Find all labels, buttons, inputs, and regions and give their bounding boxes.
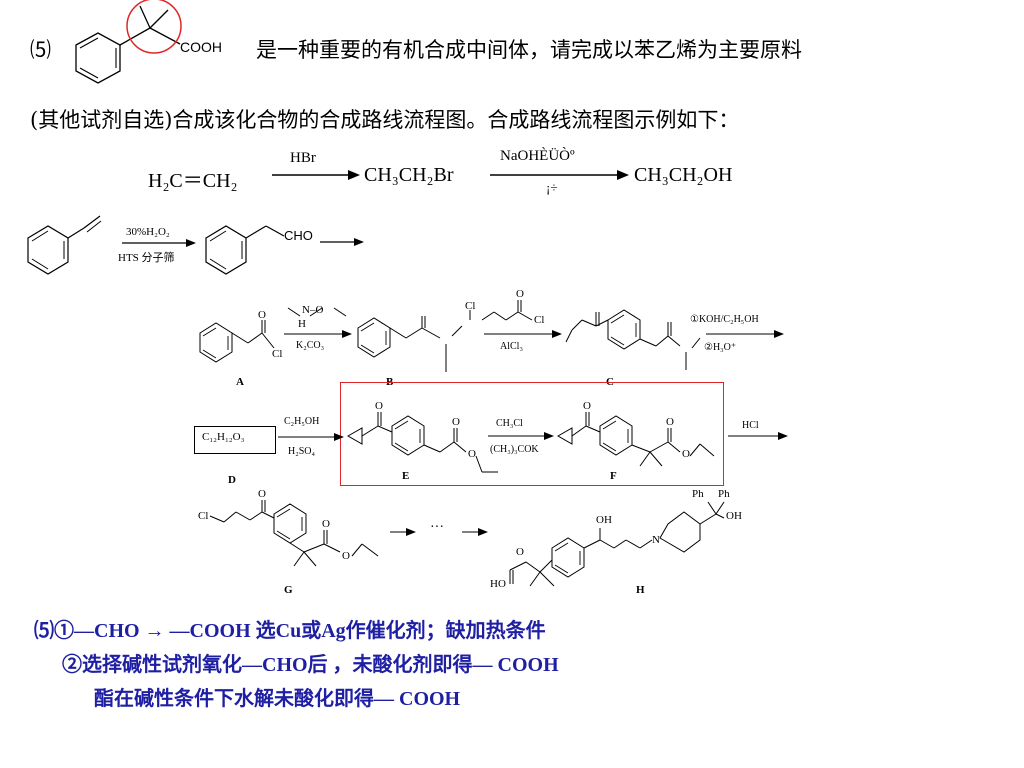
f-reagent-hcl: HCl	[742, 420, 759, 431]
reagent1-k2co3: K₂CO₃	[296, 340, 325, 351]
reagent1-n-o: N–O	[302, 304, 324, 316]
e-o2: O	[452, 416, 460, 428]
reagent1-h: H	[298, 318, 306, 330]
h-dots: ···	[430, 520, 444, 535]
example-start: H₂C＝CH₂	[148, 170, 238, 192]
g-cl: Cl	[198, 510, 209, 522]
f-o2: O	[666, 416, 674, 428]
h-oh: OH	[596, 514, 612, 526]
h-ho: HO	[490, 578, 506, 590]
c-reagent-bottom: ②H₃O⁺	[704, 342, 737, 353]
example-mid: CH₃CH₂Br	[364, 164, 454, 186]
a-cl: Cl	[272, 348, 283, 360]
example-reagent2-top: NaOHÈÜÒº	[500, 148, 575, 164]
g-o1: O	[258, 488, 266, 500]
example-end: CH₃CH₂OH	[634, 164, 733, 186]
b-reagent-o: O	[516, 288, 524, 300]
highlight-box-ef	[340, 382, 724, 486]
b-reagent-cl2: Cl	[534, 314, 545, 326]
e-reagent-top: CH₃Cl	[496, 418, 523, 429]
highlight-circle	[126, 0, 182, 54]
h-ph1: Ph	[692, 488, 704, 500]
f-o: O	[583, 400, 591, 412]
h-ph2: Ph	[718, 488, 730, 500]
answer-line3: 酯在碱性条件下水解未酸化即得— COOH	[94, 688, 461, 710]
g-o3: O	[342, 550, 350, 562]
h-oh2: OH	[726, 510, 742, 522]
h-n: N	[652, 534, 660, 546]
step1-reagent-bottom: HTS 分子筛	[118, 252, 175, 264]
f-o3: O	[682, 448, 690, 460]
label-e: E	[402, 470, 410, 482]
answer-line1: ⑸①—CHO → —COOH 选Cu或Ag作催化剂；缺加热条件	[34, 620, 546, 642]
example-reagent2-bottom: ¡÷	[546, 180, 558, 195]
a-carbonyl-o: O	[258, 309, 266, 321]
b-reagent-alcl3: AlCl₃	[500, 341, 523, 352]
e-o3: O	[468, 448, 476, 460]
label-g: G	[284, 584, 293, 596]
h-o: O	[516, 546, 524, 558]
answer-line2: ②选择碱性试剂氧化—CHO后 ，未酸化剂即得— COOH	[62, 654, 559, 676]
question-line1: 是一种重要的有机合成中间体，请完成以苯乙烯为主要原料	[256, 38, 802, 62]
c-reagent-top: ①KOH/C₂H₅OH	[690, 314, 759, 325]
e-reagent-bottom: (CH₃)₃COK	[490, 444, 539, 455]
d-reagent-top: C₂H₅OH	[284, 416, 320, 427]
d-reagent-bottom: H₂SO₄	[288, 446, 315, 457]
d-formula-box	[194, 426, 276, 454]
target-cooh: COOH	[180, 39, 222, 55]
step1-product-cho: CHO	[284, 228, 313, 243]
label-d: D	[228, 474, 236, 486]
e-o: O	[375, 400, 383, 412]
step1-reagent-top: 30%H₂O₂	[126, 226, 170, 238]
b-reagent-cl: Cl	[465, 300, 476, 312]
g-o2: O	[322, 518, 330, 530]
label-f: F	[610, 470, 617, 482]
example-reagent1: HBr	[290, 150, 316, 166]
label-h: H	[636, 584, 645, 596]
question-line2: (其他试剂自选)合成该化合物的合成路线流程图。合成路线流程图示例如下：	[30, 108, 740, 132]
d-formula: C₁₂H₁₂O₃	[202, 431, 245, 443]
label-a: A	[236, 376, 244, 388]
question-number: ⑸	[30, 38, 51, 62]
